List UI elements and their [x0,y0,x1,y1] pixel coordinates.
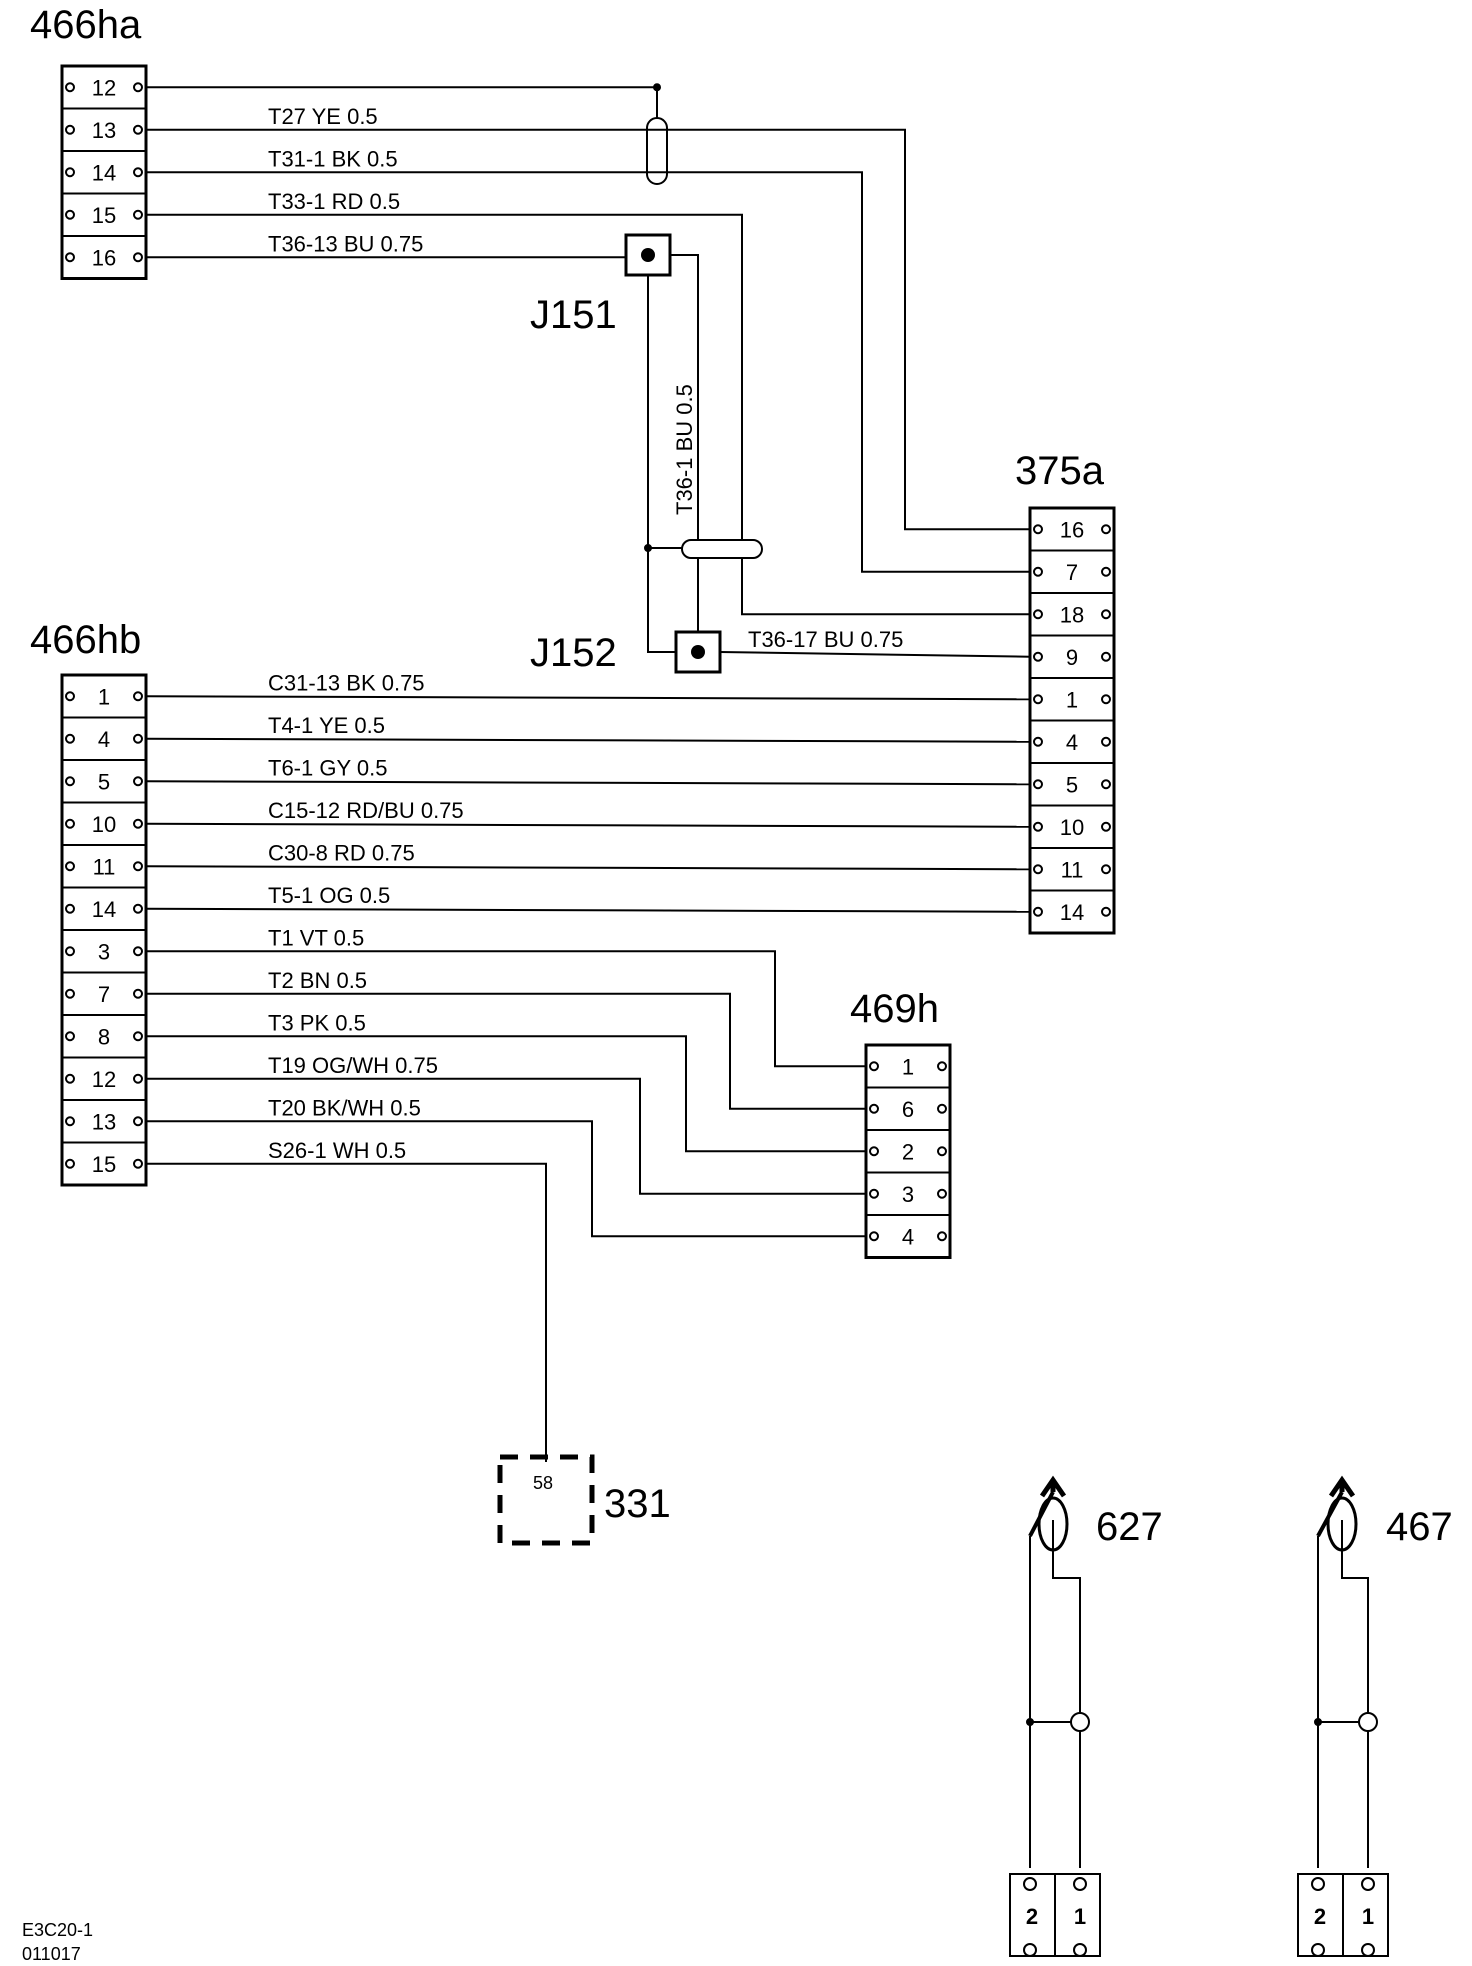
component-331: 58 331 [497,1454,671,1546]
pin-469h-3: 3 [902,1182,914,1207]
pin-375a-18: 18 [1060,602,1084,627]
connector-title-469h: 469h [850,987,939,1031]
antenna-467-pin-1: 1 [1362,1904,1374,1929]
footer-date: 011017 [22,1944,81,1964]
pin-466ha-15: 15 [92,203,116,228]
pin-375a-7: 7 [1066,560,1078,585]
connector-466ha: 12 13 14 15 16 466ha [30,3,148,280]
wires [145,83,1031,1462]
antenna-627-pin-1: 1 [1074,1904,1086,1929]
component-331-title: 331 [604,1482,671,1526]
pin-469h-6: 6 [902,1097,914,1122]
pin-466hb-1: 1 [98,684,110,709]
splice-j152: J152 [530,630,722,675]
wire-top-label-2: T33-1 RD 0.5 [268,189,400,214]
connectors: 1213141516466ha145101114378121315466hb16… [30,3,1116,1259]
footer-code: E3C20-1 [22,1920,93,1940]
connector-title-375a: 375a [1015,449,1105,493]
pin-466hb-4: 4 [98,727,110,752]
pin-375a-9: 9 [1066,645,1078,670]
wire-low-label-1: T2 BN 0.5 [268,968,367,993]
wire-mid-label-0: C31-13 BK 0.75 [268,670,425,695]
pin-466hb-3: 3 [98,939,110,964]
wire-t36-17-label: T36-17 BU 0.75 [748,627,903,652]
pin-375a-5: 5 [1066,772,1078,797]
antenna-627-pin-2: 2 [1026,1904,1038,1929]
pin-375a-4: 4 [1066,730,1078,755]
splice-j151-label: J151 [530,293,617,337]
wire-mid-label-5: T5-1 OG 0.5 [268,883,390,908]
wire-top-label-3: T36-13 BU 0.75 [268,231,423,256]
pin-469h-2: 2 [902,1139,914,1164]
pin-466hb-5: 5 [98,769,110,794]
splice-j152-label: J152 [530,631,617,675]
antenna-627: 627 2 1 [1009,1475,1163,1957]
connector-title-466ha: 466ha [30,3,142,47]
pin-375a-16: 16 [1060,517,1084,542]
pin-466ha-16: 16 [92,245,116,270]
pin-466hb-14: 14 [92,897,116,922]
wire-low-label-3: T19 OG/WH 0.75 [268,1053,438,1078]
pin-466hb-7: 7 [98,982,110,1007]
pin-375a-1: 1 [1066,687,1078,712]
connector-469h: 1 6 2 3 4 469h [850,987,952,1259]
pin-466hb-12: 12 [92,1067,116,1092]
wire-mid-label-3: C15-12 RD/BU 0.75 [268,798,464,823]
wire-top-label-1: T31-1 BK 0.5 [268,146,398,171]
pin-466ha-14: 14 [92,160,116,185]
wire-low-label-5: S26-1 WH 0.5 [268,1138,406,1163]
wire-mid-label-1: T4-1 YE 0.5 [268,713,385,738]
pin-469h-4: 4 [902,1224,914,1249]
wire-low-label-0: T1 VT 0.5 [268,925,364,950]
antenna-467: 467 2 1 [1297,1475,1453,1957]
pin-466hb-15: 15 [92,1152,116,1177]
antenna-467-title: 467 [1386,1505,1453,1549]
pin-375a-14: 14 [1060,900,1084,925]
antenna-627-title: 627 [1096,1505,1163,1549]
pin-469h-1: 1 [902,1054,914,1079]
connector-title-466hb: 466hb [30,618,141,662]
splice-j151: J151 [530,233,672,337]
pin-466hb-11: 11 [93,854,116,879]
pin-466hb-8: 8 [98,1024,110,1049]
pin-466ha-12: 12 [92,75,116,100]
wire-top-label-0: T27 YE 0.5 [268,104,378,129]
component-331-pin: 58 [533,1473,553,1493]
wire-mid-label-2: T6-1 GY 0.5 [268,755,387,780]
wire-mid-label-4: C30-8 RD 0.75 [268,840,415,865]
pin-466ha-13: 13 [92,118,116,143]
vertical-wire-label: T36-1 BU 0.5 [672,384,697,515]
pin-375a-10: 10 [1060,815,1084,840]
wire-low-label-2: T3 PK 0.5 [268,1010,366,1035]
pin-466hb-10: 10 [92,812,116,837]
antenna-467-pin-2: 2 [1314,1904,1326,1929]
wire-low-label-4: T20 BK/WH 0.5 [268,1095,421,1120]
pin-466hb-13: 13 [92,1109,116,1134]
pin-375a-11: 11 [1061,857,1084,882]
